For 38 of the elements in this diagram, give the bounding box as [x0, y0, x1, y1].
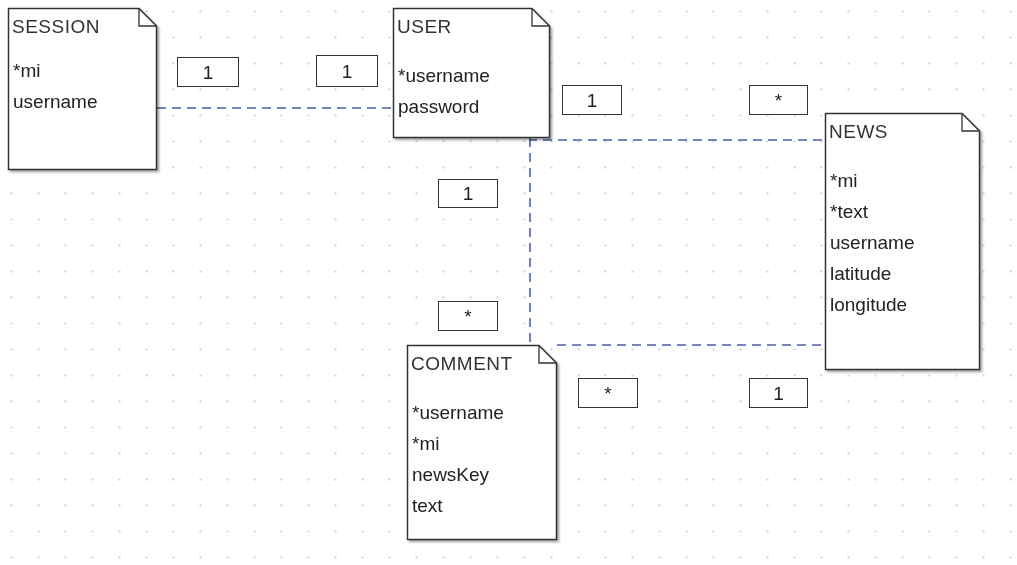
- attribute-name: *username: [412, 401, 504, 425]
- attribute-name: *mi: [412, 432, 440, 456]
- entity-note: [393, 8, 550, 138]
- attribute-name: username: [830, 231, 915, 255]
- attribute-name: newsKey: [412, 463, 490, 487]
- attribute-name: *mi: [830, 169, 858, 193]
- multiplicity-box: [438, 301, 498, 331]
- multiplicity-box: [316, 55, 378, 87]
- multiplicity-box: [749, 378, 808, 408]
- multiplicity-value: 1: [773, 383, 784, 403]
- attribute-name: text: [412, 494, 443, 518]
- association-line: [156, 107, 394, 109]
- multiplicity-box: [562, 85, 622, 115]
- multiplicity-value: *: [604, 383, 612, 403]
- entity-name: COMMENT: [411, 353, 513, 375]
- attribute-name: username: [13, 90, 98, 114]
- attribute-name: *username: [398, 64, 490, 88]
- entity-name: USER: [397, 16, 452, 38]
- multiplicity-value: 1: [462, 184, 474, 203]
- attribute-name: password: [398, 95, 480, 119]
- multiplicity-box: [578, 378, 638, 408]
- multiplicity-value: 1: [341, 61, 353, 81]
- entity-note: [8, 8, 157, 170]
- multiplicity-box: [177, 57, 239, 87]
- entity-name: SESSION: [12, 16, 100, 38]
- entity-note: [407, 345, 557, 540]
- multiplicity-box: [438, 179, 498, 208]
- entity-name: NEWS: [829, 121, 888, 143]
- multiplicity-value: *: [774, 90, 783, 110]
- multiplicity-value: 1: [586, 90, 598, 110]
- attribute-name: latitude: [830, 262, 892, 286]
- multiplicity-box: [749, 85, 808, 115]
- entity-note: [825, 113, 980, 370]
- multiplicity-value: *: [464, 306, 472, 326]
- multiplicity-value: 1: [202, 62, 214, 82]
- attribute-name: *text: [830, 200, 869, 224]
- attribute-name: longitude: [830, 293, 908, 317]
- attribute-name: *mi: [13, 59, 41, 83]
